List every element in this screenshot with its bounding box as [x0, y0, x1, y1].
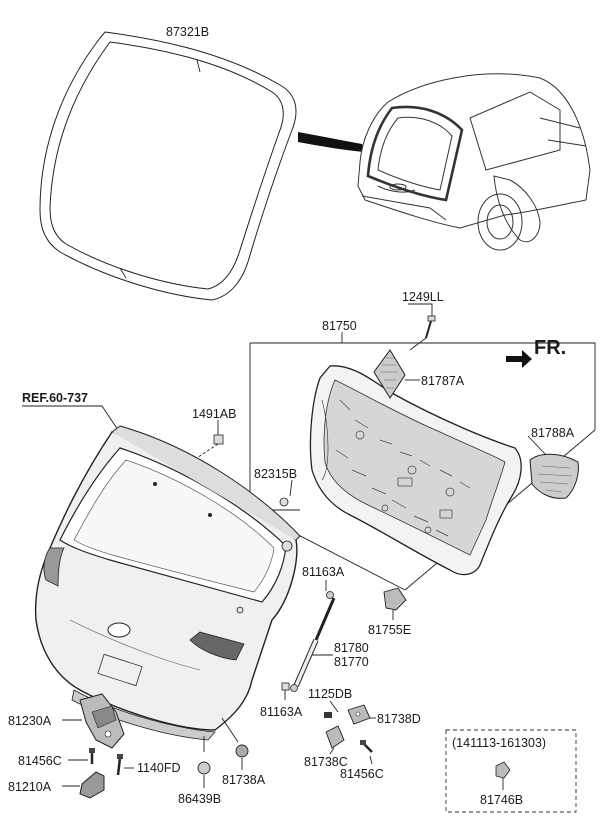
label-1140fd: 1140FD	[137, 761, 181, 775]
grille-81788a	[529, 453, 579, 499]
connector-arrow	[298, 132, 364, 152]
label-date-range: (141113-161303)	[452, 736, 546, 750]
label-81755e: 81755E	[368, 623, 411, 637]
label-1491ab: 1491AB	[192, 407, 236, 421]
label-86439b: 86439B	[178, 792, 221, 806]
label-81210a: 81210A	[8, 780, 52, 794]
label-81750: 81750	[322, 319, 357, 333]
label-1249ll: 1249LL	[402, 290, 444, 304]
label-81770: 81770	[334, 655, 369, 669]
date-range-box	[445, 729, 577, 813]
gas-lifter	[290, 591, 336, 692]
tailgate-assembly	[34, 425, 301, 741]
label-81456c-right: 81456C	[340, 767, 384, 781]
screw-81456c-left	[68, 748, 95, 764]
label-81456c-left: 81456C	[18, 754, 62, 768]
label-81746b: 81746B	[480, 793, 523, 807]
label-1125db: 1125DB	[308, 687, 352, 701]
bumper-86439b	[197, 761, 211, 775]
car-illustration	[357, 73, 591, 251]
stopper-81738a	[235, 744, 249, 758]
bolt-1125db	[324, 712, 332, 718]
stay-bracket-lower	[281, 682, 290, 700]
bolt-1140fd	[116, 754, 134, 776]
label-81230a: 81230A	[8, 714, 52, 728]
label-81738c: 81738C	[304, 755, 348, 769]
label-81788a: 81788A	[531, 426, 575, 440]
bolt-1249ll	[408, 303, 436, 351]
label-ref: REF.60-737	[22, 391, 88, 405]
label-81163a-upper: 81163A	[302, 565, 345, 579]
label-81163a-lower: 81163A	[260, 705, 303, 719]
grille-81787a	[373, 349, 406, 399]
label-87321b: 87321B	[166, 25, 209, 39]
latch-81230a	[62, 693, 125, 749]
fastener-82315b	[279, 497, 289, 507]
label-82315b: 82315B	[254, 467, 297, 481]
stopper-81755e	[383, 587, 407, 611]
label-81787a: 81787A	[421, 374, 465, 388]
actuator-81210a	[62, 771, 105, 799]
fr-arrow-icon	[506, 350, 532, 368]
screw-81456c-right	[360, 740, 373, 753]
label-81738d: 81738D	[377, 712, 421, 726]
label-81780: 81780	[334, 641, 369, 655]
tailgate-trim-panel	[309, 365, 522, 576]
label-fr: FR.	[534, 337, 566, 359]
weatherstrip-87321b	[39, 31, 297, 301]
label-81738a: 81738A	[222, 773, 266, 787]
striker-81738c	[325, 725, 345, 749]
clip-81746b	[495, 761, 511, 779]
